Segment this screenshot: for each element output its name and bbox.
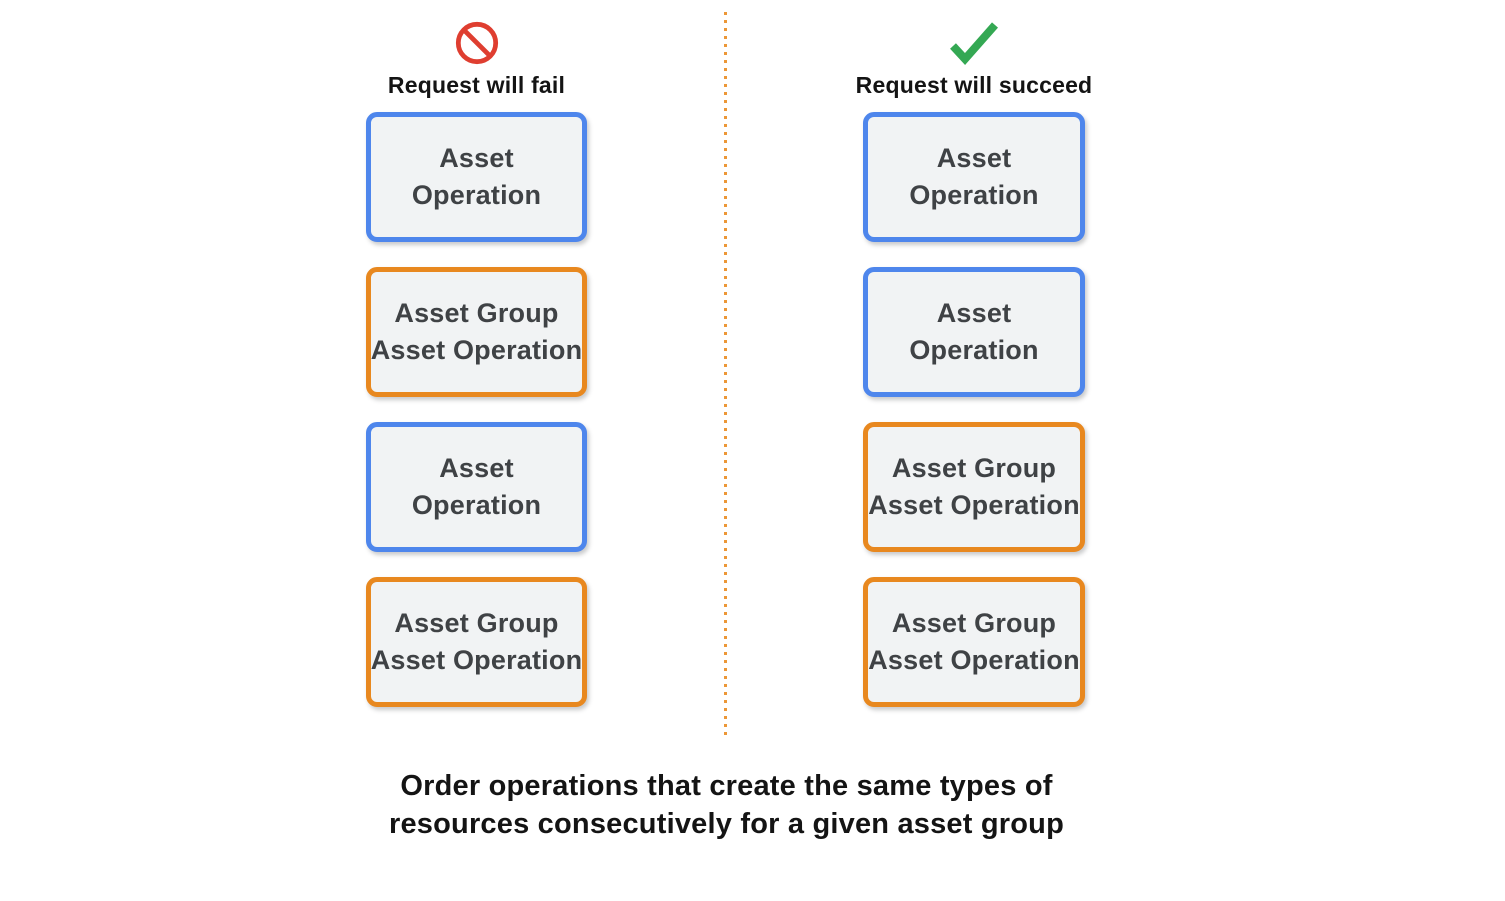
success-column: Request will succeed Asset Operation Ass…: [830, 18, 1118, 732]
box-label-line: Asset: [439, 453, 514, 483]
box-label-line: Asset Group: [394, 608, 559, 638]
box-label-line: Operation: [909, 180, 1039, 210]
box-label-line: Operation: [909, 335, 1039, 365]
success-column-title: Request will succeed: [855, 72, 1093, 98]
box-label-line: Asset Group: [394, 298, 559, 328]
box-label-line: Asset: [936, 143, 1012, 173]
fail-box-list: Asset Operation Asset Group Asset Operat…: [365, 112, 588, 732]
asset-group-asset-operation-box: Asset Group Asset Operation: [365, 267, 588, 397]
success-box-list: Asset Operation Asset Operation Asset Gr…: [863, 112, 1085, 732]
prohibited-icon: [454, 18, 500, 68]
box-label-line: Asset Operation: [868, 490, 1080, 520]
asset-operation-box: Asset Operation: [365, 112, 588, 242]
check-icon: [947, 18, 1001, 68]
box-label-line: Operation: [411, 490, 542, 520]
box-label-line: Asset Group: [891, 608, 1057, 638]
asset-operation-box: Asset Operation: [863, 112, 1085, 242]
asset-group-asset-operation-box: Asset Group Asset Operation: [863, 577, 1085, 707]
box-label-line: Asset Operation: [868, 645, 1080, 675]
box-label-line: Asset Operation: [370, 335, 583, 365]
caption-line: resources consecutively for a given asse…: [388, 808, 1065, 840]
box-label-line: Asset Operation: [370, 645, 583, 675]
column-divider: [724, 12, 727, 739]
asset-group-asset-operation-box: Asset Group Asset Operation: [863, 422, 1085, 552]
box-label-line: Asset: [936, 298, 1012, 328]
asset-operation-box: Asset Operation: [863, 267, 1085, 397]
box-label-line: Operation: [411, 180, 542, 210]
diagram-caption: Order operations that create the same ty…: [0, 767, 1453, 843]
asset-operation-box: Asset Operation: [365, 422, 588, 552]
box-label-line: Asset: [439, 143, 514, 173]
box-label-line: Asset Group: [891, 453, 1057, 483]
fail-column: Request will fail Asset Operation Asset …: [333, 18, 620, 732]
asset-group-asset-operation-box: Asset Group Asset Operation: [365, 577, 588, 707]
caption-line: Order operations that create the same ty…: [400, 770, 1053, 802]
fail-column-title: Request will fail: [387, 72, 566, 98]
